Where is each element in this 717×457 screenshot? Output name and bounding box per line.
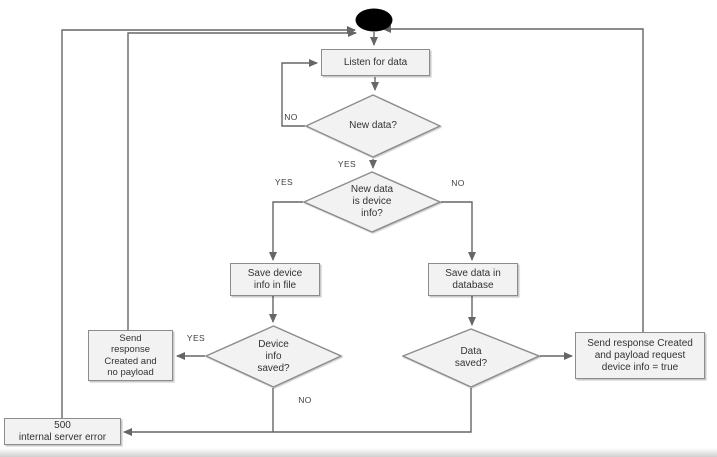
diamond-shape: [205, 325, 342, 388]
edge-label-new-data-yes: YES: [337, 159, 357, 169]
connector-datasaved-to-error: [123, 388, 472, 436]
node-label: New data?: [349, 120, 397, 131]
connector-response-right-loop-to-start: [382, 25, 644, 332]
diamond-shape: [303, 171, 441, 233]
edge-label-device-saved-yes: YES: [186, 333, 206, 343]
node-listen-for-data: Listen for data: [321, 49, 430, 76]
diamond-shape: [305, 94, 441, 158]
edge-label-new-data-no: NO: [284, 112, 298, 122]
node-label: Device info saved?: [257, 338, 290, 374]
start-node: [355, 8, 393, 32]
node-label: 500 internal server error: [18, 420, 107, 443]
node-save-device-info-in-file: Save device info in file: [230, 263, 320, 296]
connector-error-loop-to-start: [61, 26, 356, 418]
node-device-info-saved-decision: Device info saved?: [205, 325, 342, 388]
node-send-response-created-payload: Send response Created and payload reques…: [575, 332, 705, 379]
node-label: Send response Created and no payload: [104, 332, 157, 379]
node-label: Listen for data: [343, 56, 408, 68]
edge-label-device-saved-no: NO: [298, 395, 312, 405]
node-data-saved-decision: Data saved?: [402, 328, 540, 388]
node-label: Save data in database: [445, 267, 501, 291]
node-save-data-in-database: Save data in database: [428, 263, 518, 296]
node-label: New data is device info?: [350, 184, 394, 219]
node-label: Save device info in file: [247, 267, 303, 291]
edge-label-is-device-info-yes: YES: [274, 177, 294, 187]
connector-response-left-loop-to-start: [127, 29, 357, 330]
node-send-response-created-no-payload: Send response Created and no payload: [88, 330, 173, 381]
start-ellipse-icon: [355, 8, 393, 32]
connector-newdata-no-loop: [281, 59, 318, 127]
connector-devinfo-no-branch: [441, 201, 476, 261]
node-label: Data saved?: [454, 346, 488, 369]
page-bottom-shadow: [0, 448, 717, 457]
diamond-shape: [402, 328, 540, 388]
node-is-device-info-decision: New data is device info?: [303, 171, 441, 233]
node-500-internal-server-error: 500 internal server error: [4, 418, 121, 445]
edge-label-is-device-info-no: NO: [451, 178, 465, 188]
connector-devinfo-yes-branch: [269, 201, 303, 261]
node-new-data-decision: New data?: [305, 94, 441, 158]
node-label: Send response Created and payload reques…: [587, 337, 693, 373]
